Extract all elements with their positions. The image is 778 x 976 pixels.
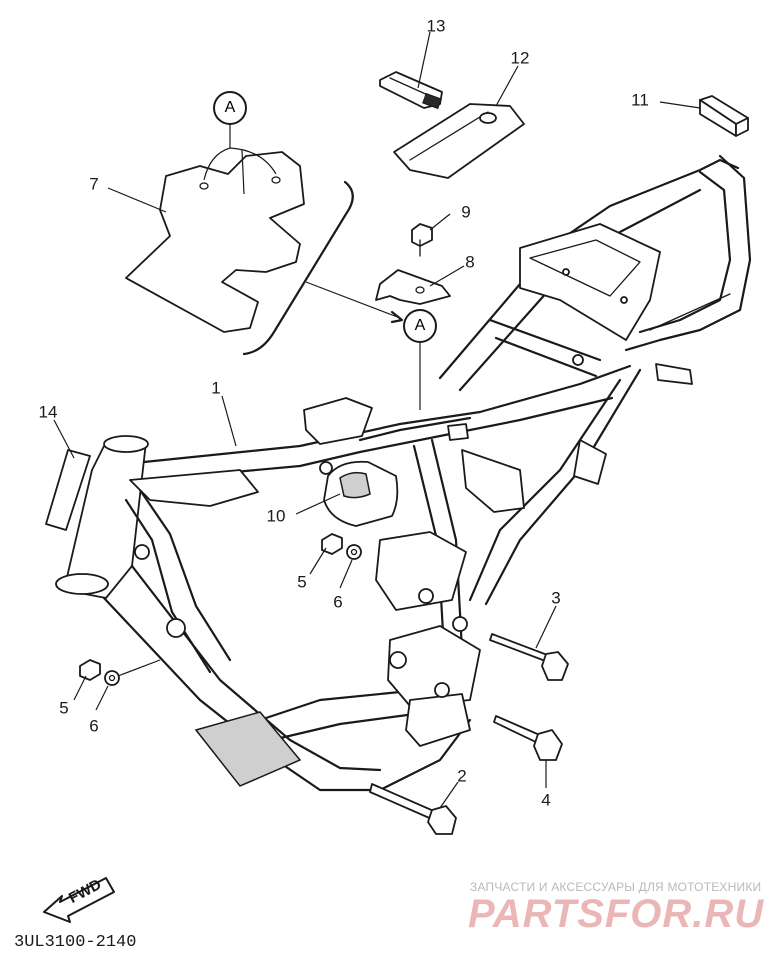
- bracket-part: [375, 269, 451, 305]
- reference-mark-a-frame: A: [403, 309, 437, 343]
- callout-3: 3: [551, 588, 561, 608]
- watermark-logo: PARTSFOR.RU: [468, 892, 765, 936]
- upper-bolt-part: [489, 633, 569, 681]
- upper-nut-washer: [321, 533, 362, 560]
- callout-2: 2: [457, 766, 467, 786]
- lower-nut-washer: [79, 659, 120, 686]
- callout-6-upper: 6: [333, 592, 343, 612]
- small-bolt-part: [411, 223, 433, 257]
- long-bolt-part: [369, 783, 457, 835]
- clip-part: [379, 71, 443, 110]
- cover-part: [393, 103, 525, 179]
- callout-5-upper: 5: [297, 572, 307, 592]
- callout-14: 14: [38, 402, 58, 422]
- pad-part: [699, 95, 749, 137]
- watermark-subtitle: ЗАПЧАСТИ И АКСЕССУАРЫ ДЛЯ МОТОТЕХНИКИ: [470, 880, 762, 894]
- reference-mark-a-top: A: [213, 91, 247, 125]
- plate-part: [125, 151, 305, 333]
- diagram-code: 3UL3100-2140: [14, 933, 137, 952]
- callout-6-lower: 6: [89, 716, 99, 736]
- callout-8: 8: [465, 252, 475, 272]
- callout-9: 9: [461, 202, 471, 222]
- callout-4: 4: [541, 790, 551, 810]
- callout-12: 12: [510, 48, 530, 68]
- callout-7: 7: [89, 174, 99, 194]
- callout-5-lower: 5: [59, 698, 69, 718]
- callout-11: 11: [631, 90, 649, 110]
- callout-13: 13: [426, 16, 446, 36]
- callout-1: 1: [211, 378, 221, 398]
- damper-part: [323, 460, 399, 527]
- forward-arrow-icon: [43, 877, 115, 923]
- lower-bolt-part: [493, 715, 563, 761]
- tape-part: [45, 449, 91, 531]
- main-frame: [55, 154, 752, 792]
- callout-10: 10: [266, 506, 286, 526]
